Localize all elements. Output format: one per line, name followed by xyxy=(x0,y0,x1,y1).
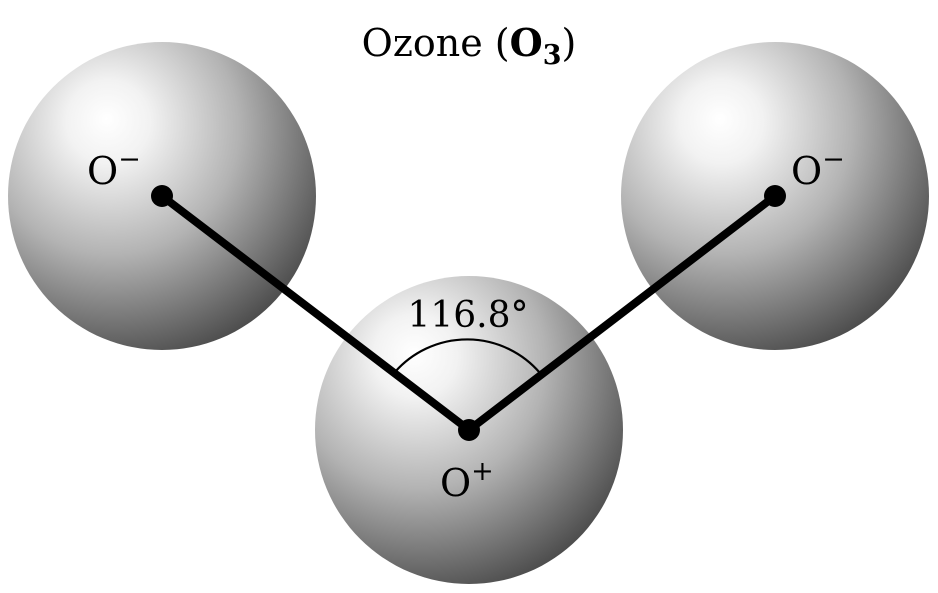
nucleus-left xyxy=(151,185,173,207)
atom-label-right: O− xyxy=(791,144,845,193)
bond-angle-arc xyxy=(394,338,541,374)
nucleus-right xyxy=(764,185,786,207)
diagram-title: Ozone (O3) xyxy=(362,20,577,71)
nucleus-center xyxy=(458,419,480,441)
atom-label-center: O+ xyxy=(440,456,494,505)
bond-right xyxy=(465,192,779,434)
bond-angle-label: 116.8° xyxy=(407,295,528,336)
atom-label-left: O− xyxy=(87,144,141,193)
bond-left xyxy=(158,192,473,434)
